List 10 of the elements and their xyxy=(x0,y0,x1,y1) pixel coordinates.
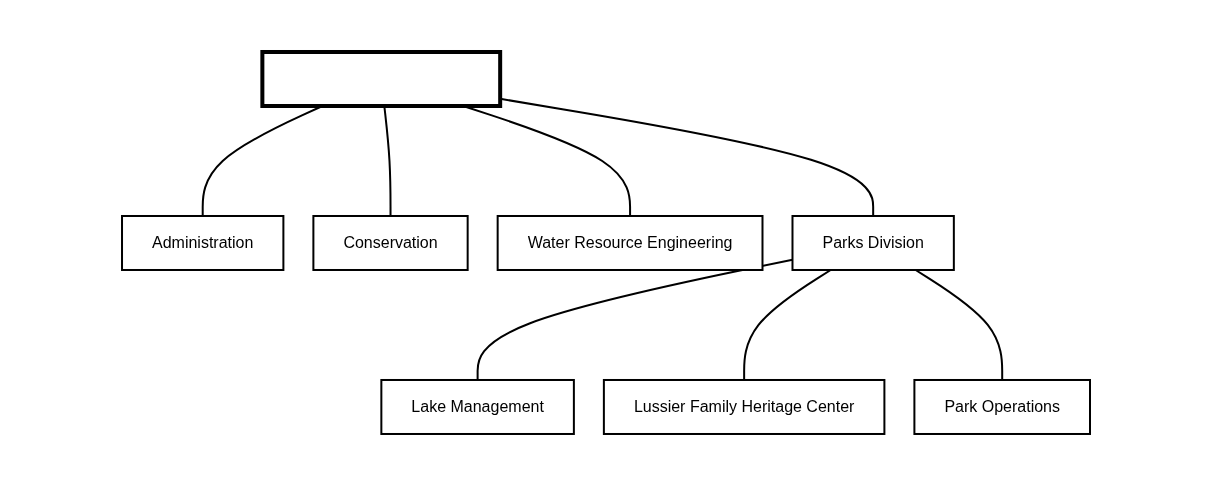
node-box: Conservation xyxy=(312,215,470,271)
node-box: Water Resource Engineering xyxy=(497,215,764,271)
node-box xyxy=(260,50,503,108)
node-box: Lake Management xyxy=(380,379,576,435)
node-box: Parks Division xyxy=(792,215,956,271)
node-box: Administration xyxy=(121,215,285,271)
connector xyxy=(915,269,1004,381)
node-box: Lussier Family Heritage Center xyxy=(603,379,886,435)
connector xyxy=(743,269,833,381)
node-box: Park Operations xyxy=(913,379,1092,435)
